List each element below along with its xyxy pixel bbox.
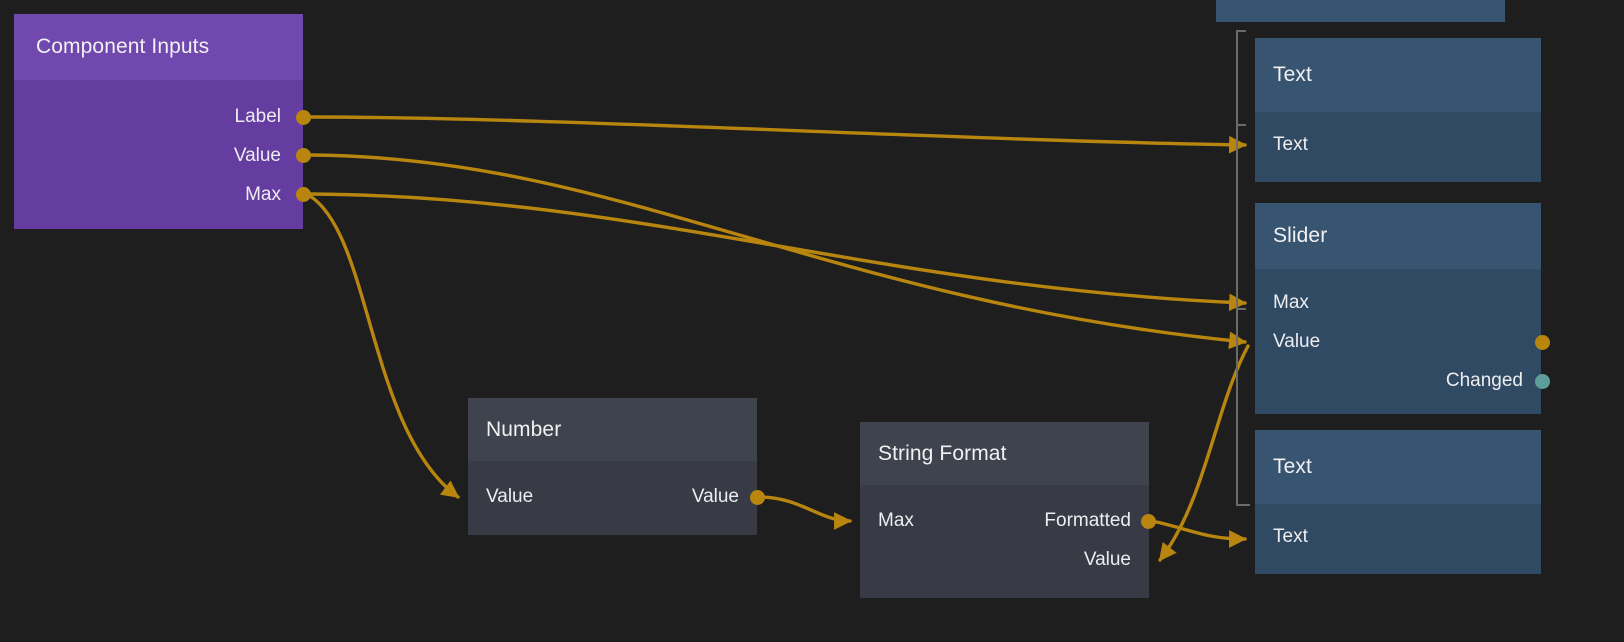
node-body-text-top: Text [1255, 112, 1541, 182]
edge-formatted-to-text-bottom [1150, 519, 1247, 548]
port-row-input-value-right[interactable]: Value [860, 550, 1149, 570]
node-body-slider: Max Value Changed [1255, 269, 1541, 414]
node-title: Text [1273, 63, 1312, 86]
node-title: Text [1273, 455, 1312, 478]
group-bracket-tick-slider [1236, 308, 1246, 310]
port-label: Changed [1445, 370, 1523, 391]
port-dot-number-value-output[interactable] [750, 490, 765, 505]
edge-label-to-text-top [308, 115, 1247, 154]
node-partial-top[interactable] [1216, 0, 1505, 22]
port-label: Value [691, 486, 739, 507]
port-dot-string-format-formatted-output[interactable] [1141, 514, 1156, 529]
port-row-output-value[interactable]: Value [468, 487, 757, 507]
node-title: Slider [1273, 224, 1328, 247]
group-bracket-tick-mid [1236, 124, 1246, 126]
port-dot-component-inputs-label[interactable] [296, 110, 311, 125]
port-row-output-formatted[interactable]: Formatted [860, 511, 1149, 531]
node-header-text-bottom[interactable]: Text [1255, 430, 1541, 504]
port-label: Label [234, 106, 282, 127]
port-dot-slider-changed-output[interactable] [1535, 374, 1550, 389]
port-label: Formatted [1044, 510, 1131, 531]
node-title: Component Inputs [36, 35, 210, 58]
port-label: Max [1273, 292, 1309, 313]
node-header-slider[interactable]: Slider [1255, 203, 1541, 269]
node-text-top[interactable]: Text Text [1255, 38, 1541, 182]
edge-number-value-to-strfmt-max [758, 495, 852, 530]
node-header-text-top[interactable]: Text [1255, 38, 1541, 112]
group-bracket-tick-bottom [1236, 504, 1250, 506]
port-row-output-label[interactable]: Label [14, 107, 303, 127]
port-row-input-value[interactable]: Value [468, 487, 757, 507]
port-row-input-max[interactable]: Max [860, 511, 1149, 531]
node-header-number[interactable]: Number [468, 398, 757, 461]
port-label: Text [1273, 526, 1308, 547]
edge-max-to-number-value [308, 194, 460, 499]
port-row-output-max[interactable]: Max [14, 185, 303, 205]
node-slider[interactable]: Slider Max Value Changed [1255, 203, 1541, 414]
node-header-component-inputs[interactable]: Component Inputs [14, 14, 303, 80]
port-label: Value [486, 486, 534, 507]
port-label: Value [1083, 549, 1131, 570]
node-number[interactable]: Number Value Value [468, 398, 757, 535]
port-row-input-text[interactable]: Text [1255, 135, 1541, 155]
node-text-bottom[interactable]: Text Text [1255, 430, 1541, 574]
node-title: String Format [878, 441, 1007, 465]
port-label: Max [878, 510, 914, 531]
node-title: Number [486, 417, 562, 441]
node-body-number: Value Value [468, 461, 757, 535]
port-label: Text [1273, 134, 1308, 155]
edge-max-to-slider-max [308, 192, 1247, 312]
port-label: Value [233, 145, 281, 166]
edge-slider-value-to-strfmt-value [1158, 344, 1250, 562]
node-body-string-format: Max Formatted Value [860, 485, 1149, 598]
group-bracket-vertical [1236, 30, 1238, 506]
port-dot-component-inputs-value[interactable] [296, 148, 311, 163]
port-label: Value [1273, 331, 1321, 352]
group-bracket-tick-top [1236, 30, 1246, 32]
node-body-text-bottom: Text [1255, 504, 1541, 574]
node-header-string-format[interactable]: String Format [860, 422, 1149, 485]
port-dot-component-inputs-max[interactable] [296, 187, 311, 202]
port-row-input-max[interactable]: Max [1255, 293, 1541, 313]
node-string-format[interactable]: String Format Max Formatted Value [860, 422, 1149, 598]
port-row-output-value[interactable]: Value [14, 146, 303, 166]
port-dot-slider-value-output[interactable] [1535, 335, 1550, 350]
port-row-input-text[interactable]: Text [1255, 527, 1541, 547]
port-row-input-value[interactable]: Value [1255, 332, 1541, 352]
edge-value-to-slider-value [308, 153, 1247, 350]
node-body-component-inputs: Label Value Max [14, 80, 303, 229]
port-row-output-changed[interactable]: Changed [1255, 371, 1541, 391]
port-label: Max [245, 184, 281, 205]
node-component-inputs[interactable]: Component Inputs Label Value Max [14, 14, 303, 229]
